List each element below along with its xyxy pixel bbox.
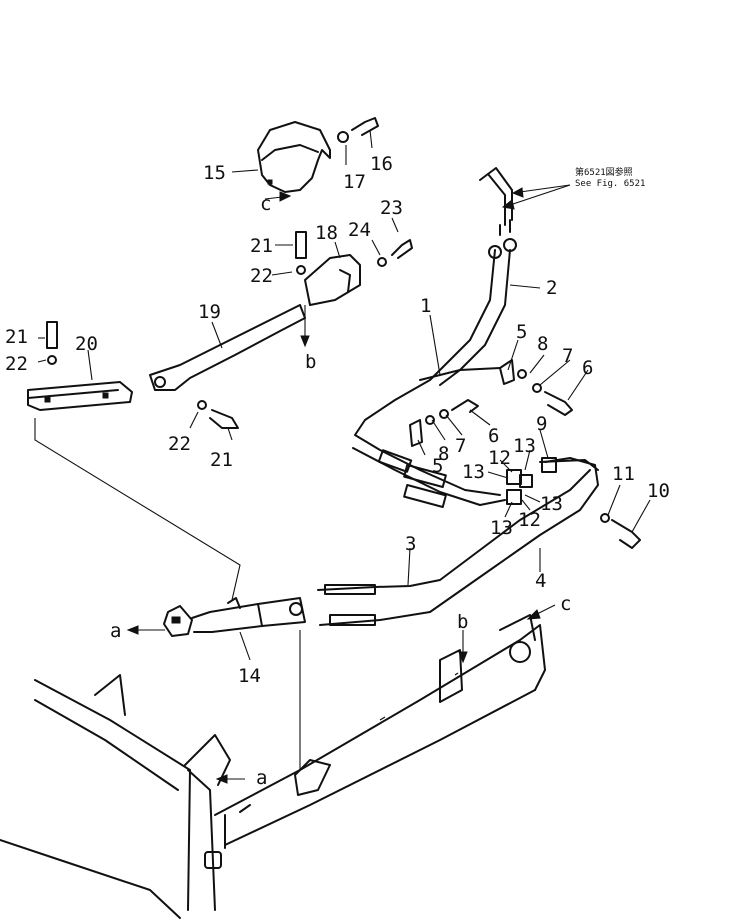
callout-22-lower: 22 (168, 433, 191, 455)
callout-24: 24 (348, 219, 371, 241)
see-fig-note-jp: 第6521図参照 (575, 166, 633, 178)
callout-13-bottom: 13 (490, 517, 513, 539)
clamp-lower (409, 399, 479, 447)
bolt-16 (337, 117, 379, 143)
callout-5-lower: 5 (432, 455, 443, 477)
bolt-21-upper (295, 231, 307, 275)
ref-a-cylinder: a (110, 620, 121, 642)
bracket-18 (304, 254, 361, 306)
callout-18: 18 (315, 222, 338, 244)
cover-15 (257, 121, 331, 193)
callout-11: 11 (612, 463, 635, 485)
callout-20: 20 (75, 333, 98, 355)
callout-17: 17 (343, 171, 366, 193)
assembly-line-20 (34, 418, 241, 601)
frame (214, 614, 546, 849)
callout-1: 1 (420, 295, 431, 317)
callout-3: 3 (405, 533, 416, 555)
callout-23: 23 (380, 197, 403, 219)
callout-8-lower: 8 (438, 443, 449, 465)
ref-b-bracket: b (305, 351, 316, 373)
pipe-2 (439, 249, 511, 386)
hose-9 (506, 457, 599, 505)
callout-12-top: 12 (488, 447, 511, 469)
ref-c-frame: c (560, 593, 571, 615)
callout-13-left: 13 (462, 461, 485, 483)
ref-b-frame: b (457, 611, 468, 633)
callout-14: 14 (238, 665, 261, 687)
callout-7-upper: 7 (562, 345, 573, 367)
callout-13-right: 13 (540, 493, 563, 515)
callout-6-upper: 6 (582, 357, 593, 379)
cylinder (163, 597, 306, 637)
callout-5-upper: 5 (516, 321, 527, 343)
callout-15: 15 (203, 162, 226, 184)
callout-4: 4 (535, 570, 546, 592)
bolt-23 (377, 239, 413, 267)
top-fittings (479, 167, 513, 236)
arm-19 (149, 304, 306, 391)
see-fig-note-en: See Fig. 6521 (575, 179, 645, 189)
callout-21-left: 21 (5, 326, 28, 348)
callout-21-lower: 21 (210, 449, 233, 471)
bolt-21-left (46, 321, 58, 365)
callout-21-top: 21 (250, 235, 273, 257)
clamp-upper (419, 359, 573, 416)
ref-a-blade: a (256, 767, 267, 789)
callout-13-top: 13 (513, 435, 536, 457)
callout-12-bottom: 12 (518, 509, 541, 531)
pipe-ends (377, 238, 517, 508)
leader-lines (37, 129, 651, 661)
link-20 (27, 381, 133, 411)
callout-6-lower: 6 (488, 425, 499, 447)
callout-9: 9 (536, 413, 547, 435)
callout-19: 19 (198, 301, 221, 323)
callout-22-top: 22 (250, 265, 273, 287)
ref-arrows (126, 184, 571, 784)
callout-16: 16 (370, 153, 393, 175)
callout-numbers: 15 17 16 21 22 18 24 23 19 21 22 20 22 2… (5, 153, 670, 789)
pipe-4 (319, 457, 599, 626)
bolt-10 (600, 513, 641, 549)
pipe-3 (317, 469, 591, 595)
ref-c-cover: c (260, 193, 271, 215)
callout-10: 10 (647, 480, 670, 502)
callout-8-upper: 8 (537, 333, 548, 355)
bolt-21-lower (197, 400, 239, 429)
callout-22-left: 22 (5, 353, 28, 375)
callout-7-lower: 7 (455, 435, 466, 457)
blade (0, 674, 231, 919)
callout-2: 2 (546, 277, 557, 299)
